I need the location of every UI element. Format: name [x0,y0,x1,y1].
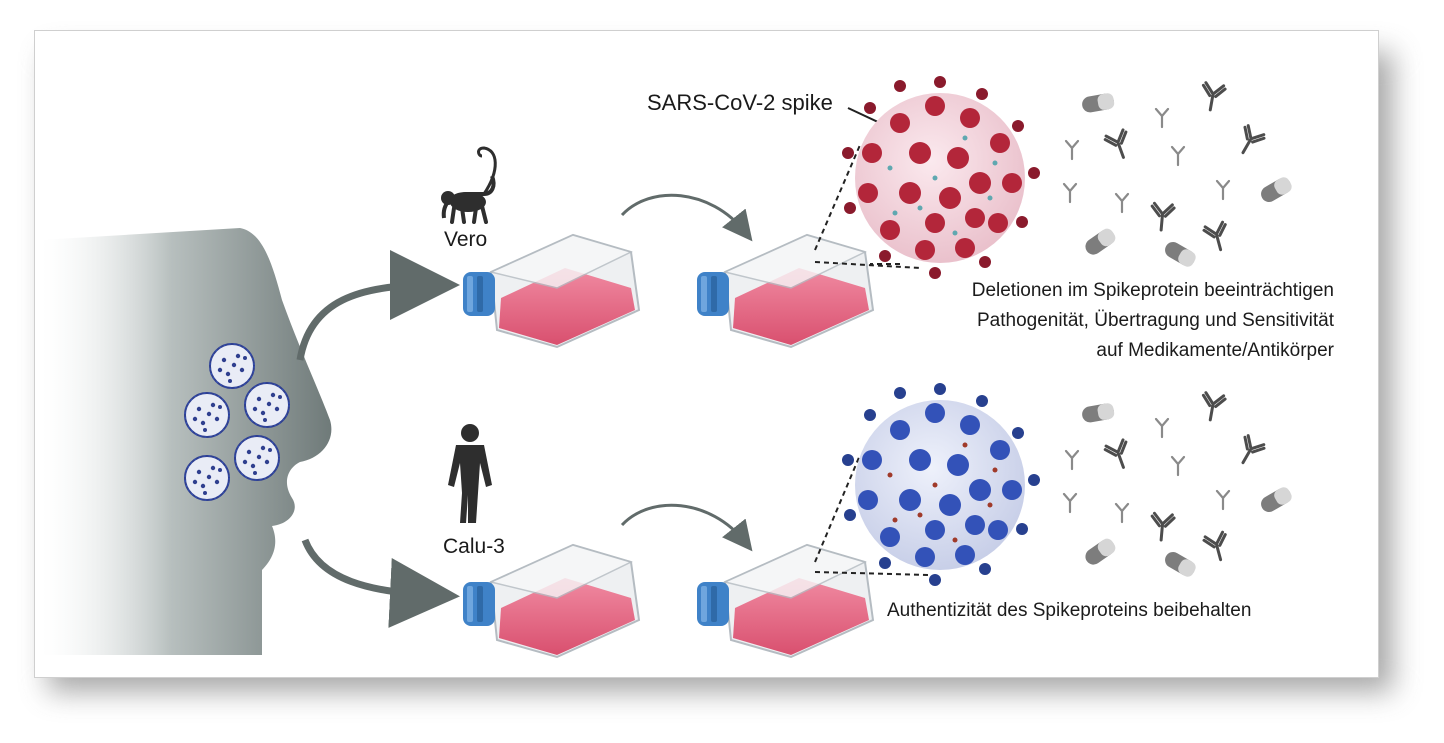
antibody-icon [1215,179,1231,201]
capsule-icon [1258,175,1294,205]
capsule-icon [1162,549,1198,579]
arrow-to-calu [301,538,460,628]
drug-antibody-cluster-top [1062,80,1294,269]
antibody-icon [1062,182,1078,204]
human-icon [448,424,492,523]
antibody-icon [1154,417,1170,439]
virus-icon [234,435,280,481]
antibody-icon [1064,449,1080,471]
capsule-icon [1080,92,1116,114]
antibody-icon [1102,127,1136,163]
antibody-icon [1170,455,1186,477]
virus-icon [184,455,230,501]
antibody-icon [1197,80,1228,114]
face-silhouette [40,228,332,655]
antibody-icon [1231,123,1268,160]
antibody-icon [1215,489,1231,511]
virus-icon [209,343,255,389]
antibody-icon [1154,107,1170,129]
flask-icon [696,544,874,658]
antibody-icon [1231,433,1268,470]
capsule-icon [1082,536,1118,568]
virus-icon [842,76,1040,279]
arrow-to-vero [296,250,460,361]
antibody-icon [1148,511,1176,543]
virus-icon [842,383,1040,586]
drug-antibody-cluster-bottom [1062,390,1294,579]
caption-bottom: Authentizität des Spikeproteins beibehal… [887,600,1252,621]
antibody-icon [1148,201,1176,233]
calu-label: Calu-3 [443,535,505,558]
antibody-icon [1062,492,1078,514]
caption-top-line-1: Deletionen im Spikeprotein beeinträchtig… [971,280,1334,301]
virus-icon [244,382,290,428]
antibody-icon [1170,145,1186,167]
flask-icon [462,544,640,658]
vero-label: Vero [444,228,488,251]
capsule-icon [1080,402,1116,424]
capsule-icon [1258,485,1294,515]
caption-top: Deletionen im Spikeprotein beeinträchtig… [972,276,1334,366]
zoom-lines-top [814,144,921,269]
antibody-icon [1064,139,1080,161]
antibody-icon [1114,192,1130,214]
capsule-icon [1162,239,1198,269]
zoom-lines-bottom [814,454,931,576]
virus-icon [184,392,230,438]
antibody-icon [1197,390,1228,424]
monkey-icon [441,146,497,224]
capsule-icon [1082,226,1118,258]
spike-label: SARS-CoV-2 spike [647,90,833,115]
flask-icon [696,234,874,348]
caption-top-line-2: Pathogenität, Übertragung und Sensitivit… [976,310,1334,331]
flask-icon [462,234,640,348]
arrow-passage-top [620,193,753,242]
caption-top-line-3: auf Medikamente/Antikörper [1096,340,1334,361]
antibody-icon [1114,502,1130,524]
arrow-passage-bottom [620,503,753,552]
antibody-icon [1102,437,1136,473]
antibody-icon [1201,530,1233,565]
antibody-icon [1201,220,1233,255]
